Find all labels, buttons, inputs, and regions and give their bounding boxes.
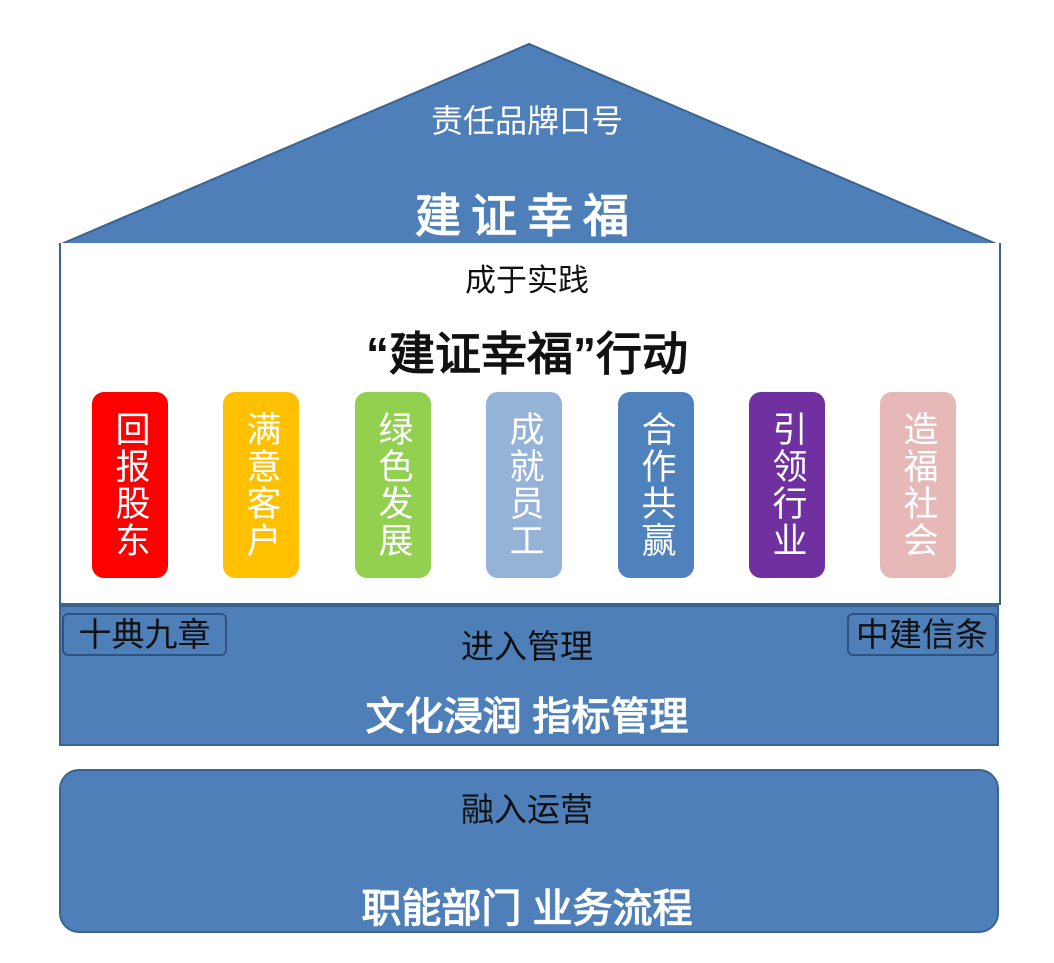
body-title: “建证幸福”行动: [366, 328, 688, 380]
body-subtitle: 成于实践: [465, 263, 589, 298]
pillar-label: 合作共赢: [636, 411, 676, 559]
pillar-customers: 满意客户: [223, 392, 299, 578]
management-title: 文化浸润 指标管理: [365, 696, 689, 739]
operations-base: [59, 769, 999, 933]
pillar-employees: 成就员工: [486, 392, 562, 578]
pillar-shareholders: 回报股东: [92, 392, 168, 578]
pillar-industry-leading: 引领行业: [749, 392, 825, 578]
pillar-label: 回报股东: [110, 411, 150, 559]
pillar-label: 满意客户: [241, 411, 281, 559]
management-subtitle: 进入管理: [461, 628, 593, 665]
roof-title: 建证幸福: [415, 190, 639, 242]
operations-title: 职能部门 业务流程: [361, 887, 693, 931]
pillar-green-development: 绿色发展: [355, 392, 431, 578]
roof-subtitle: 责任品牌口号: [430, 103, 623, 139]
pillar-cooperation: 合作共赢: [618, 392, 694, 578]
pillar-society: 造福社会: [880, 392, 956, 578]
pillar-label: 造福社会: [898, 411, 938, 559]
pillar-label: 绿色发展: [373, 411, 413, 559]
left-tag: 十典九章: [62, 613, 227, 656]
operations-subtitle: 融入运营: [461, 791, 593, 828]
pillar-label: 成就员工: [504, 411, 544, 559]
pillar-label: 引领行业: [767, 411, 807, 559]
right-tag: 中建信条: [847, 613, 997, 656]
